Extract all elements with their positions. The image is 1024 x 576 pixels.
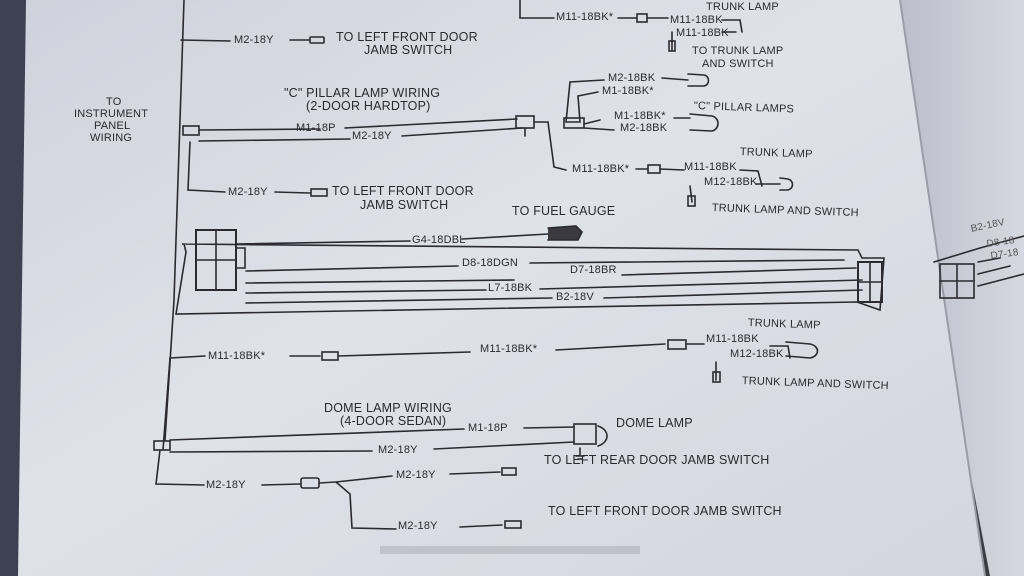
c-pillar-trunk-wire-c: M12-18BK [704,176,758,188]
top-dest-line2: JAMB SWITCH [364,43,453,57]
top-wire-m2-label: M2-18Y [234,34,274,46]
dome-wire-m2 [433,441,575,450]
c-pillar-trunk-switch: TRUNK LAMP AND SWITCH [711,202,859,220]
dome-m2-label: M2-18Y [378,444,418,456]
trunk-lower-wire-mid: M11-18BK* [480,343,538,355]
c-pillar-door-line2: JAMB SWITCH [360,198,449,212]
c-pillar-m2-label: M2-18Y [352,130,392,142]
c-pillar-door-line1: TO LEFT FRONT DOOR [332,184,474,198]
harness-b2-label: B2-18V [556,291,594,303]
top-wire-b-label: M11-18BK [670,14,723,26]
adjacent-wire-1: B2-18V [969,216,1006,235]
trunk-lower-trunk-lamp: TRUNK LAMP [747,317,821,332]
c-pillar-trunk-lamp: TRUNK LAMP [739,146,813,161]
top-wire-a-label: M11-18BK* [556,11,614,23]
c-pillar-title-line2: (2-DOOR HARDTOP) [306,99,431,113]
c-pillar-lamps-label: "C" PILLAR LAMPS [693,100,795,116]
adjacent-wire-3: D7-18 [989,247,1020,262]
harness-g4-label: G4-18DBL [412,234,466,246]
top-dest-trunk-line2: AND SWITCH [702,58,774,70]
instrument-panel-line4: WIRING [90,132,133,144]
harness-wire-d7 [621,267,857,276]
dome-front-wire: M2-18Y [398,520,438,532]
c-pillar-wire-m2 [198,138,351,142]
harness-wire-d8 [529,259,845,264]
instrument-panel-line2: INSTRUMENT [74,108,149,120]
dome-lamp-socket [573,423,597,445]
c-pillar-lamp-wire-2: M1-18BK* [602,85,654,97]
harness-d7-label: D7-18BR [570,264,617,276]
wiring-diagram [153,0,1024,530]
trunk-lower-wire-b: M12-18BK [730,348,784,360]
harness-l7-label: L7-18BK [488,282,533,294]
harness-wire-b2 [603,289,863,299]
dome-rear-wire: M2-18Y [396,469,436,481]
instrument-panel-line1: TO [106,96,122,108]
dome-rear-dest: TO LEFT REAR DOOR JAMB SWITCH [544,453,770,467]
trunk-lower-wire-left: M11-18BK* [208,350,266,362]
dome-title-line1: DOME LAMP WIRING [324,401,452,415]
c-pillar-trunk-wire-b: M11-18BK [684,161,737,173]
harness-d8-label: D8-18DGN [462,257,519,269]
c-pillar-trunk-wire-a: M11-18BK* [572,163,630,175]
page-edge-shadow [899,0,986,576]
trunk-lower-wire-a: M11-18BK [706,333,759,345]
c-pillar-m1-label: M1-18P [296,122,336,134]
top-dest-trunk-line1: TO TRUNK LAMP [692,45,784,57]
top-trunk-lamp-label: TRUNK LAMP [706,1,779,13]
c-pillar-lamp-wire-4: M2-18BK [620,122,668,134]
c-pillar-wire-m1 [198,128,321,131]
dome-lamp-label: DOME LAMP [616,416,693,430]
c-pillar-door-wire: M2-18Y [228,186,268,198]
dome-wire-m1 [523,426,575,429]
main-page [18,0,985,576]
top-left-wire [180,39,231,42]
dome-m1-label: M1-18P [468,422,508,434]
fuel-gauge-label: TO FUEL GAUGE [512,204,616,218]
footer-bleed [380,546,640,554]
dome-connector [153,440,171,451]
instrument-panel-line3: PANEL [94,120,131,132]
top-wire-c-label: M11-18BK [676,27,729,39]
dome-title-line2: (4-DOOR SEDAN) [340,414,447,428]
dome-front-dest: TO LEFT FRONT DOOR JAMB SWITCH [548,504,782,518]
c-pillar-lamp-wire-1: M2-18BK [608,72,656,84]
dome-main-wire: M2-18Y [206,479,246,491]
trunk-lower-switch: TRUNK LAMP AND SWITCH [741,375,889,393]
top-dest-line1: TO LEFT FRONT DOOR [336,30,478,44]
c-pillar-lamp-wire-3: M1-18BK* [614,110,666,122]
harness-wire-l7 [539,279,863,290]
c-pillar-title-line1: "C" PILLAR LAMP WIRING [284,86,441,100]
